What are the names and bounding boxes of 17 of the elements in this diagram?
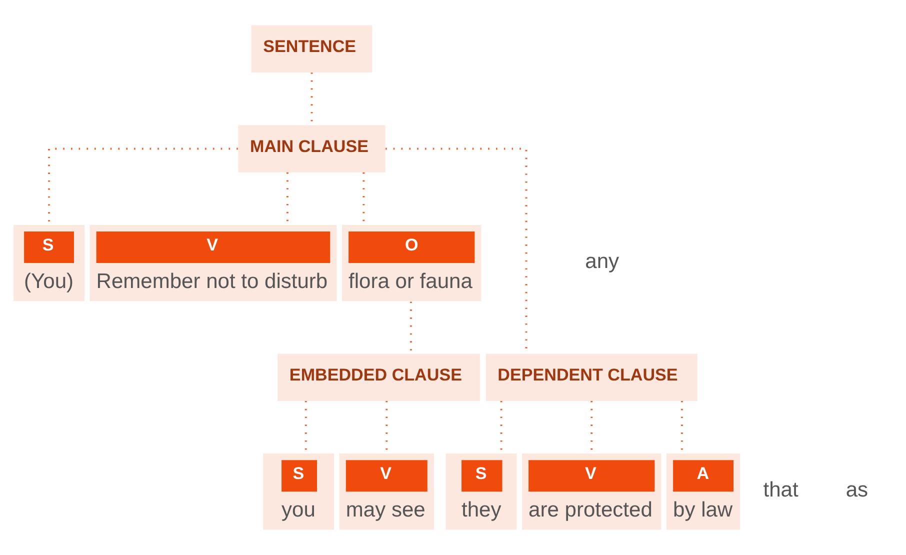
connector <box>48 148 238 224</box>
node-box: V are protected <box>522 454 662 530</box>
node-box: O flora or fauna <box>342 224 482 302</box>
label: any <box>585 250 620 274</box>
node-box: DEPENDENT CLAUSE <box>486 354 698 401</box>
node-box: S they <box>446 454 517 530</box>
node-box: MAIN CLAUSE <box>238 125 386 172</box>
node-box: A by law <box>666 454 740 530</box>
label: as <box>846 478 868 502</box>
node-box: V Remember not to disturb <box>90 224 337 302</box>
node-box: V may see <box>339 454 434 530</box>
node-box: SENTENCE <box>251 25 372 73</box>
label: that <box>763 478 798 502</box>
node-box: S you <box>263 454 334 530</box>
node-box: S (You) <box>14 224 84 302</box>
connector <box>386 148 528 354</box>
node-box: EMBEDDED CLAUSE <box>278 354 480 401</box>
